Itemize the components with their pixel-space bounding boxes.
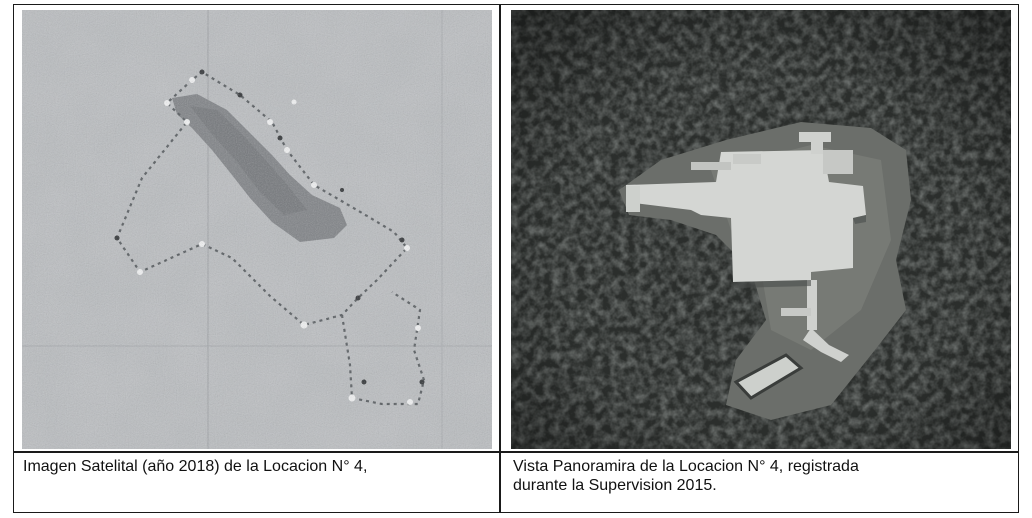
table-row-divider	[14, 451, 1018, 453]
caption-aerial-line-1: Vista Panoramira de la Locacion N° 4, re…	[513, 458, 859, 475]
table-column-divider	[499, 5, 501, 512]
aerial-panoramic-photo	[511, 10, 1011, 449]
caption-satellite-image: Imagen Satelital (año 2018) de la Locaci…	[23, 457, 493, 476]
satellite-image	[22, 10, 492, 449]
caption-aerial-line-2: durante la Supervision 2015.	[513, 477, 717, 494]
caption-satellite-line: Imagen Satelital (año 2018) de la Locaci…	[23, 458, 368, 475]
figure-table: Imagen Satelital (año 2018) de la Locaci…	[13, 4, 1019, 513]
caption-aerial-photo: Vista Panoramira de la Locacion N° 4, re…	[513, 457, 983, 495]
